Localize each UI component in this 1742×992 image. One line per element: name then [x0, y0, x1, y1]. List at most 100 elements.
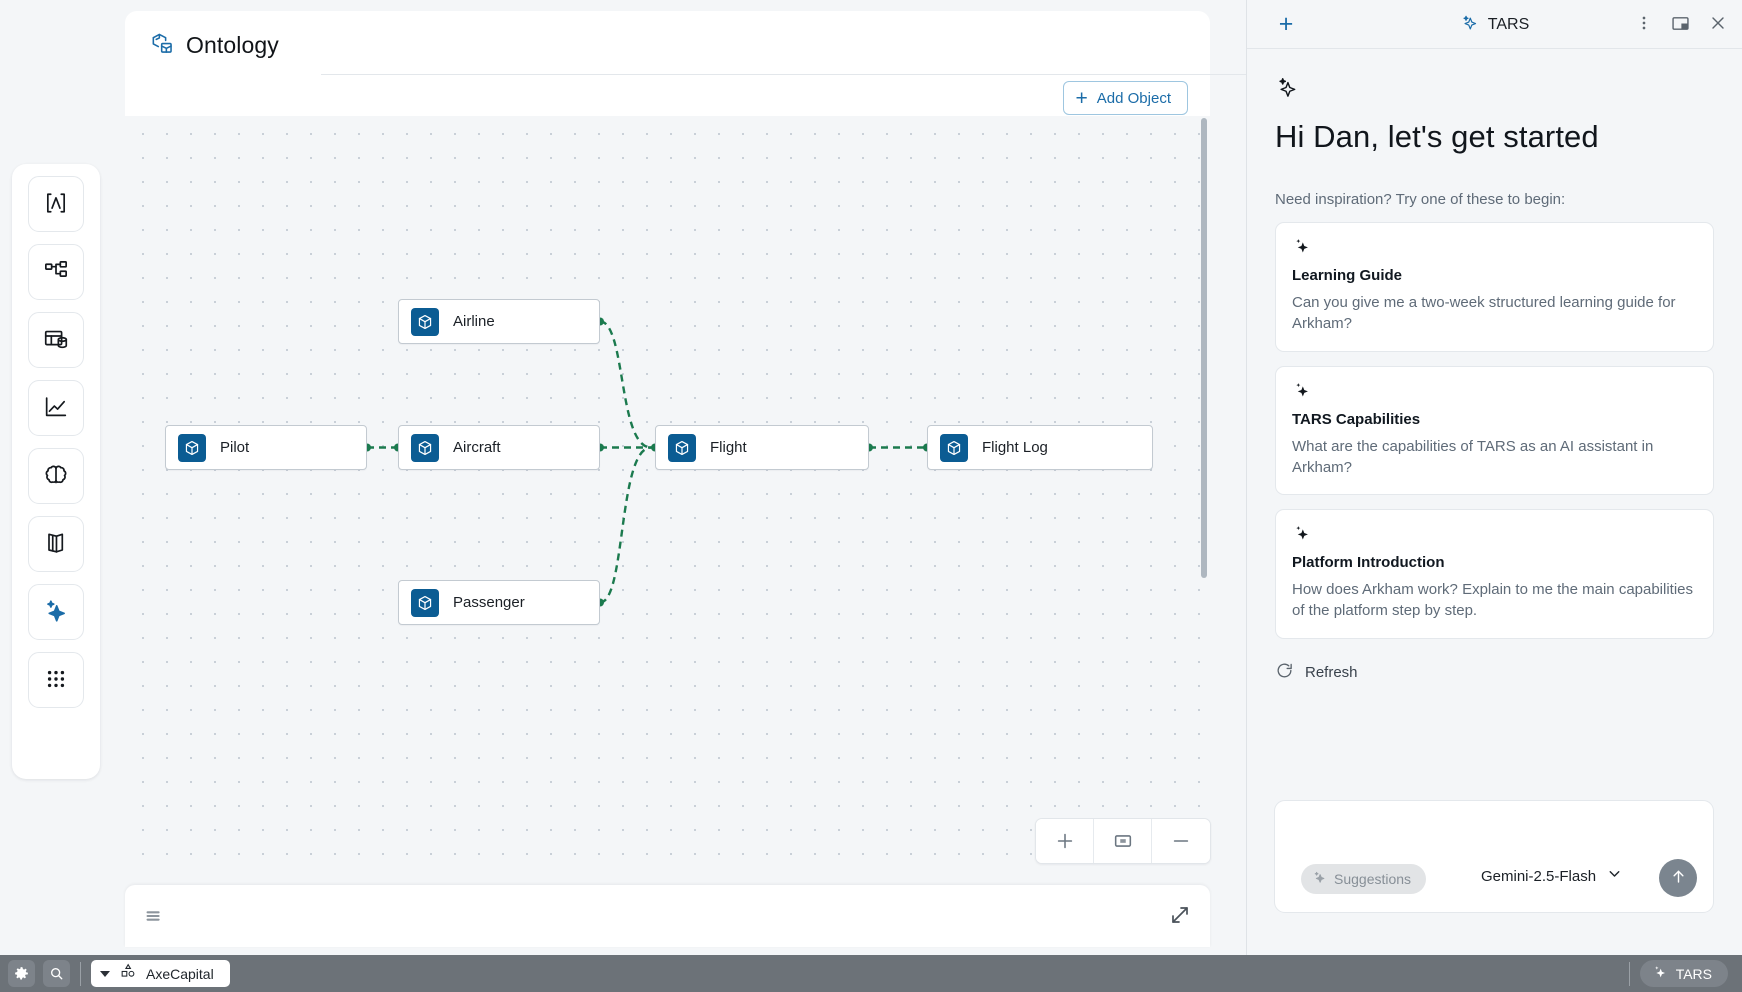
greeting-heading: Hi Dan, let's get started [1275, 119, 1599, 154]
bracket-lambda-icon [42, 189, 70, 220]
tars-taskbar-button[interactable]: TARS [1639, 960, 1728, 987]
object-cube-icon [411, 588, 439, 617]
tars-title-label: TARS [1487, 15, 1530, 33]
arrow-up-icon [1669, 867, 1688, 889]
chat-composer: Suggestions Gemini-2.5-Flash [1274, 800, 1714, 913]
add-object-label: Add Object [1096, 89, 1171, 107]
tars-title: TARS [1247, 0, 1742, 49]
workspace-selector[interactable]: AxeCapital [91, 960, 230, 987]
suggestions-chip-label: Suggestions [1334, 871, 1412, 887]
table-database-icon [42, 325, 70, 356]
object-cube-icon [411, 433, 439, 462]
ontology-cube-icon [150, 30, 175, 60]
object-cube-icon [668, 433, 696, 462]
tars-taskbar-label: TARS [1675, 965, 1712, 982]
fit-view-button[interactable] [1094, 819, 1152, 863]
brain-icon [42, 461, 70, 492]
sparkle-icon [1292, 382, 1312, 404]
hamburger-icon[interactable] [143, 905, 165, 932]
ontology-header-card: Ontology + Add Object [125, 11, 1335, 116]
suggestions-chip-button[interactable]: Suggestions [1301, 864, 1427, 894]
suggestion-title: Platform Introduction [1292, 554, 1445, 572]
rail-button-ontology[interactable] [28, 244, 84, 300]
graph-node-aircraft[interactable]: Aircraft [398, 425, 600, 470]
zoom-in-button[interactable] [1036, 819, 1094, 863]
suggestion-title: Learning Guide [1292, 267, 1403, 284]
graph-node-passenger[interactable]: Passenger [398, 580, 600, 625]
model-name-label: Gemini-2.5-Flash [1481, 867, 1597, 885]
sparkle-icon [1292, 526, 1312, 547]
graph-edge [599, 446, 652, 604]
suggestion-description: How does Arkham work? Explain to me the … [1292, 581, 1694, 620]
suggestion-description: Can you give me a two-week structured le… [1292, 294, 1676, 333]
object-cube-icon [411, 307, 439, 336]
book-icon [42, 529, 70, 560]
gear-icon[interactable] [8, 960, 35, 987]
header-divider [321, 74, 1335, 75]
taskbar: AxeCapital TARS [0, 955, 1742, 992]
graph-node-flight[interactable]: Flight [655, 425, 869, 470]
tool-rail [12, 164, 100, 779]
plus-icon: + [1075, 86, 1088, 110]
hierarchy-icon [42, 257, 70, 288]
rail-button-pipelines[interactable] [28, 176, 84, 232]
panel-layout-icon[interactable] [1670, 13, 1691, 34]
page-title: Ontology [186, 31, 279, 58]
tars-panel-header: + TARS [1247, 0, 1742, 49]
rail-button-models[interactable] [28, 448, 84, 504]
tars-body: Hi Dan, let's get started Need inspirati… [1247, 75, 1742, 815]
graph-node-flightlog[interactable]: Flight Log [927, 425, 1153, 470]
send-button[interactable] [1659, 859, 1697, 897]
canvas-zoom-controls [1035, 818, 1211, 864]
new-chat-button[interactable]: + [1271, 9, 1301, 39]
model-selector[interactable]: Gemini-2.5-Flash [1481, 865, 1623, 887]
rail-button-analytics[interactable] [28, 380, 84, 436]
rail-button-docs[interactable] [28, 516, 84, 572]
close-icon[interactable] [1708, 13, 1728, 33]
kebab-menu-icon[interactable] [1634, 13, 1654, 33]
rail-button-apps[interactable] [28, 652, 84, 708]
refresh-icon [1275, 661, 1294, 685]
greeting-sparkle-icon [1275, 75, 1714, 105]
workspace-name-label: AxeCapital [146, 965, 214, 982]
graph-edge-layer [363, 317, 931, 607]
rail-button-ai-assistant[interactable] [28, 584, 84, 640]
suggestion-description: What are the capabilities of TARS as an … [1292, 437, 1654, 476]
line-chart-icon [42, 393, 70, 424]
sparkle-icon [1460, 13, 1479, 37]
bottom-drawer [125, 885, 1210, 947]
expand-diagonal-icon[interactable] [1168, 903, 1192, 932]
rail-button-datasets[interactable] [28, 312, 84, 368]
chevron-down-icon [1606, 865, 1623, 887]
tars-panel: + TARS [1246, 0, 1742, 955]
taskbar-divider [80, 961, 81, 986]
inspiration-text: Need inspiration? Try one of these to be… [1275, 191, 1566, 208]
graph-node-airline[interactable]: Airline [398, 299, 600, 344]
chevron-down-icon [100, 970, 110, 977]
sparkle-icon [1312, 870, 1327, 888]
graph-node-pilot[interactable]: Pilot [165, 425, 367, 470]
canvas-scrollbar[interactable] [1201, 118, 1207, 578]
sparkle-icon [1652, 964, 1668, 983]
graph-node-label: Airline [453, 313, 495, 330]
graph-edge [599, 320, 652, 449]
graph-node-label: Flight [710, 439, 747, 456]
graph-node-label: Passenger [453, 594, 525, 611]
add-object-button[interactable]: + Add Object [1062, 81, 1188, 115]
zoom-out-button[interactable] [1152, 819, 1210, 863]
sparkle-icon [1292, 239, 1312, 260]
graph-node-label: Pilot [220, 439, 250, 456]
suggestion-title: TARS Capabilities [1292, 410, 1421, 428]
graph-node-label: Aircraft [453, 439, 501, 456]
chat-input[interactable] [1291, 811, 1697, 853]
object-cube-icon [940, 433, 968, 462]
search-icon[interactable] [43, 960, 70, 987]
refresh-button[interactable]: Refresh [1275, 661, 1714, 685]
